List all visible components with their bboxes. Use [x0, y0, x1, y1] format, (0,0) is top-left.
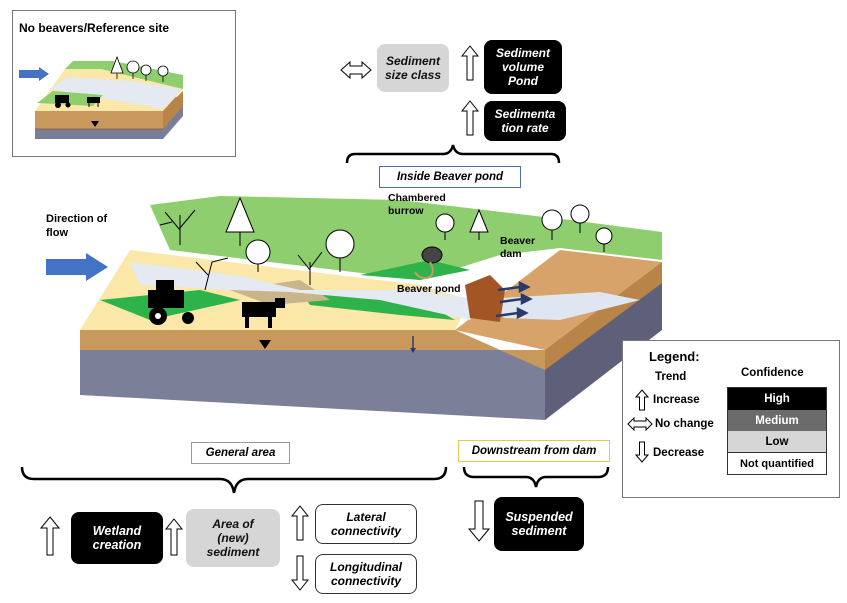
legend-increase-label: Increase [653, 394, 700, 406]
pond-brace [345, 144, 561, 164]
legend-not-quantified-swatch: Not quantified [728, 452, 826, 474]
cow-icon [242, 298, 285, 328]
inside-beaver-pond-title: Inside Beaver pond [379, 166, 521, 188]
general-area-title: General area [191, 442, 290, 464]
area-new-sediment-box: Area of (new) sediment [186, 509, 280, 567]
longitudinal-connectivity-box: Longitudinal connectivity [315, 554, 417, 594]
reference-cow-icon [87, 97, 100, 103]
general-area-brace [20, 466, 448, 494]
reference-flow-arrow-icon [19, 67, 49, 81]
downstream-brace [462, 466, 610, 488]
reference-inset: No beavers/Reference site [12, 10, 236, 157]
reference-title: No beavers/Reference site [19, 21, 170, 35]
chambered-burrow-label: Chambered burrow [388, 192, 446, 217]
sediment-size-class-box: Sediment size class [377, 44, 449, 92]
main-flow-arrow-icon [46, 253, 108, 281]
legend-trend-title: Trend [655, 371, 687, 383]
legend-increase-icon [634, 389, 650, 411]
legend-high-swatch: High [728, 388, 826, 410]
direction-of-flow-label: Direction of flow [46, 213, 108, 239]
area-sediment-increase-arrow-icon [164, 518, 184, 556]
no-change-arrow-icon [340, 60, 372, 80]
wetland-creation-box: Wetland creation [71, 512, 163, 564]
water-table-marker-icon [259, 340, 271, 349]
sedimentation-rate-box: Sedimenta tion rate [484, 101, 566, 141]
wetland-increase-arrow-icon [39, 516, 61, 556]
legend-confidence-scale: High Medium Low Not quantified [727, 387, 827, 475]
legend-panel: Legend: Trend Confidence Increase No cha… [622, 340, 840, 498]
sedimentation-rate-increase-arrow-icon [460, 100, 480, 136]
longitudinal-decrease-arrow-icon [290, 555, 310, 591]
legend-no-change-icon [627, 416, 653, 432]
sediment-volume-box: Sediment volume Pond [484, 40, 562, 94]
legend-confidence-title: Confidence [741, 367, 804, 379]
downstream-title: Downstream from dam [458, 440, 610, 462]
suspended-decrease-arrow-icon [467, 500, 491, 542]
legend-decrease-icon [634, 441, 650, 463]
sediment-volume-increase-arrow-icon [460, 45, 480, 81]
beaver-pond-label: Beaver pond [397, 283, 461, 295]
beaver-dam-label: Beaver dam [500, 235, 536, 260]
reference-tractor-icon [55, 95, 69, 103]
legend-title: Legend: [649, 349, 700, 364]
lateral-connectivity-box: Lateral connectivity [315, 504, 417, 544]
legend-no-change-label: No change [655, 418, 714, 430]
reference-landscape [35, 55, 183, 139]
legend-decrease-label: Decrease [653, 447, 705, 459]
legend-low-swatch: Low [728, 431, 826, 452]
suspended-sediment-box: Suspended sediment [494, 497, 584, 551]
lateral-increase-arrow-icon [290, 505, 310, 541]
legend-medium-swatch: Medium [728, 410, 826, 431]
